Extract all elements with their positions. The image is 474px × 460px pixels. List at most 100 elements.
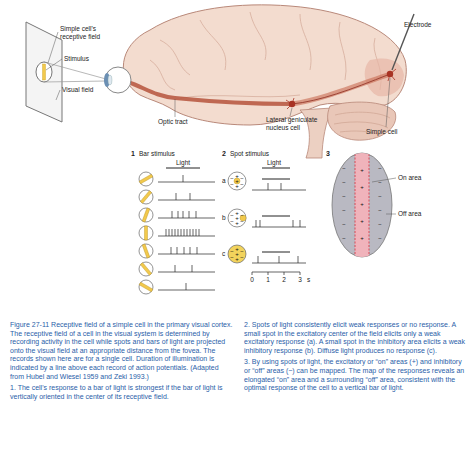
stimulus-circle [139, 244, 153, 258]
legend-paragraph: 1. The cell's response to a bar of light… [10, 384, 234, 401]
tick-label: 2 [282, 276, 286, 284]
spike-train [252, 256, 306, 263]
callout-label: Off area [398, 210, 421, 218]
sign-mark: + [360, 218, 364, 224]
row-letter: a [222, 177, 226, 185]
eyeball [105, 67, 131, 93]
sign-mark: − [342, 221, 346, 227]
callout-label: Simple cell's receptive field [60, 25, 110, 40]
light-bar [142, 244, 150, 258]
sign-mark: − [240, 254, 244, 260]
sign-mark: − [240, 175, 244, 181]
sign-mark: − [378, 207, 382, 213]
caption-column: 2. Spots of light consistently elicit we… [244, 321, 466, 396]
lens [108, 75, 112, 85]
on-area [355, 150, 369, 260]
sign-mark: + [235, 183, 239, 189]
spike-train [252, 220, 306, 227]
sign-mark: − [342, 193, 346, 199]
sign-mark: + [360, 167, 364, 173]
sign-mark: + [360, 235, 364, 241]
axis-label: Light [267, 159, 281, 167]
light-duration [166, 168, 200, 169]
brain [123, 5, 406, 158]
sign-mark: − [230, 248, 234, 254]
sign-mark: + [235, 256, 239, 262]
sign-mark: − [342, 235, 346, 241]
spike-train [158, 283, 215, 290]
light-bar [142, 208, 150, 222]
figure-caption: Figure 27-11 Receptive field of a simple… [10, 321, 234, 381]
spike-train [252, 183, 306, 190]
light-bar [145, 226, 148, 240]
callout-label: Optic tract [158, 118, 188, 126]
lgn-dendrite [286, 98, 294, 109]
receptive-field-map [332, 150, 396, 260]
sign-mark: − [230, 254, 234, 260]
spike-trains [158, 175, 215, 290]
stimulus-icons [139, 172, 153, 294]
sign-mark: + [360, 201, 364, 207]
callout-label: Simple cell [366, 128, 397, 136]
light-duration [262, 216, 290, 217]
sign-mark: − [240, 248, 244, 254]
diffuse-light [228, 245, 246, 263]
gyri [150, 12, 381, 98]
panel-title: Bar stimulus [139, 150, 175, 158]
row-letter: c [222, 250, 225, 258]
bar-stimulus-panel [139, 168, 215, 294]
callout-label: Visual field [62, 86, 93, 94]
unit-label: s [307, 276, 310, 284]
panel-number: 2 [222, 150, 226, 158]
panel-number: 3 [326, 150, 330, 158]
callout-label: On area [398, 174, 422, 182]
stimulus-circle [139, 262, 153, 276]
spike-trains [252, 179, 306, 263]
sign-mark: − [342, 207, 346, 213]
tick-label: 3 [298, 276, 302, 284]
axis-label: Light [176, 159, 190, 167]
sign-mark: − [240, 218, 244, 224]
stimulus-circle [139, 190, 153, 204]
spike-train [158, 193, 215, 200]
sign-mark: − [240, 212, 244, 218]
sign-mark: − [378, 221, 382, 227]
sign-mark: − [378, 193, 382, 199]
callout-label: Lateral geniculate nucleus cell [266, 116, 332, 131]
sign-mark: + [235, 220, 239, 226]
stimulus-circle [228, 209, 246, 227]
stimulus-bars [139, 174, 153, 292]
sign-mark: − [378, 165, 382, 171]
light-bar [140, 263, 151, 276]
sign-mark: − [378, 235, 382, 241]
sign-mark: − [230, 175, 234, 181]
stimulus-circle [139, 208, 153, 222]
light-bar [139, 282, 153, 292]
sign-mark: − [240, 181, 244, 187]
axon [292, 74, 390, 104]
receptive-field [36, 62, 52, 82]
callout-label: Stimulus [64, 55, 89, 63]
sign-mark: − [230, 181, 234, 187]
spike-train [158, 229, 215, 236]
leader-line [372, 178, 396, 214]
time-axis [252, 272, 300, 275]
stimulus-circle [139, 226, 153, 240]
leader-line [46, 32, 390, 127]
sign-mark: − [342, 165, 346, 171]
callout-label: Electrode [404, 21, 431, 29]
on-area-border [355, 154, 369, 256]
spike-train [158, 211, 215, 218]
panel-number: 1 [131, 150, 135, 158]
light-duration [262, 252, 290, 253]
light-bar [140, 191, 151, 204]
stimulus-circle [228, 172, 246, 190]
panel-title: Spot stimulus [230, 150, 269, 158]
eye [104, 67, 131, 93]
caption-column: Figure 27-11 Receptive field of a simple… [10, 321, 234, 404]
row-letter: b [222, 214, 226, 222]
legend-paragraph: 3. By using spots of light, the excitato… [244, 358, 466, 392]
sign-mark: + [360, 184, 364, 190]
light-duration [262, 179, 290, 180]
stimulus-circle [139, 172, 153, 186]
